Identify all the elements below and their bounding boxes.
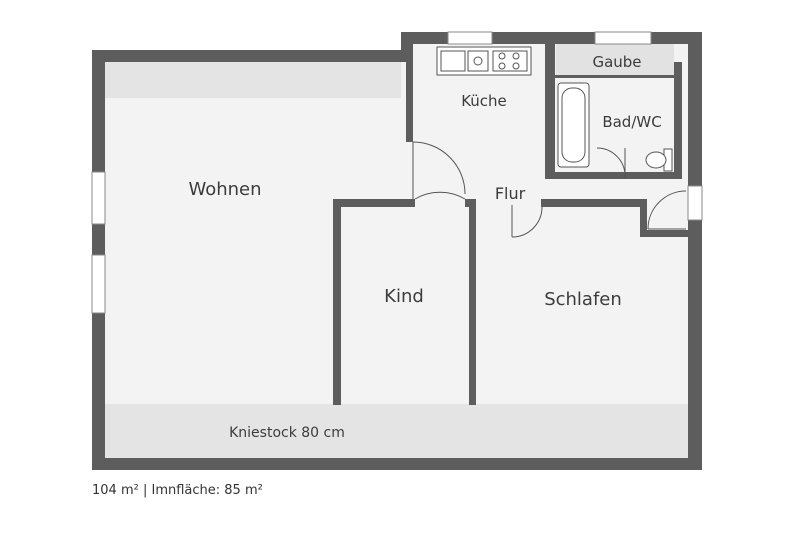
toilet (645, 148, 673, 172)
gaube-area (556, 44, 674, 75)
caption-separator: | (142, 483, 148, 498)
bathtub (557, 82, 590, 168)
area-caption: 104 m² | Imnfläche: 85 m² (92, 483, 263, 498)
room-label-schlafen: Schlafen (544, 289, 622, 310)
outer-walls (92, 32, 702, 470)
interior-walls (333, 44, 688, 405)
usable-area: Imnfläche: 85 m² (151, 483, 263, 498)
doors (412, 141, 687, 238)
room-label-gaube: Gaube (592, 53, 641, 71)
slope-top (105, 62, 401, 98)
room-label-wohnen: Wohnen (188, 179, 261, 200)
kniestock-label: Kniestock 80 cm (229, 425, 345, 441)
windows (91, 31, 703, 314)
kitchen-counter (436, 46, 532, 76)
room-label-bad: Bad/WC (602, 113, 661, 131)
kniestock-zone (105, 404, 688, 458)
room-label-kueche: Küche (461, 92, 507, 110)
room-label-flur: Flur (495, 184, 526, 203)
room-label-kind: Kind (384, 286, 424, 307)
total-area: 104 m² (92, 483, 139, 498)
